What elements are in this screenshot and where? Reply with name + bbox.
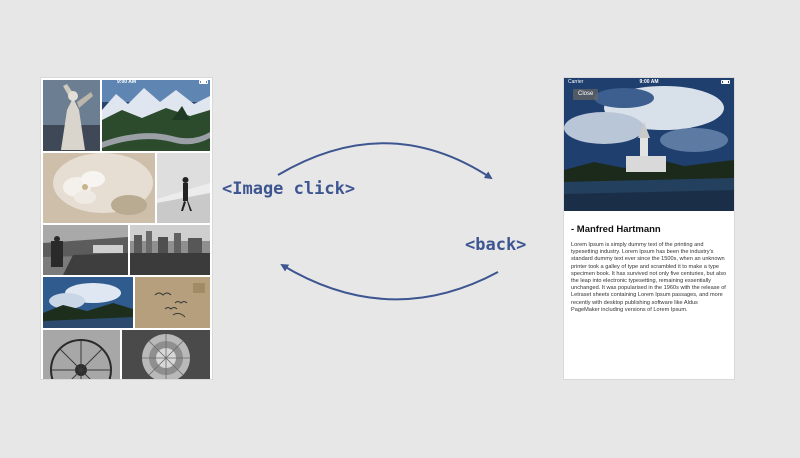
photo-tile-flower[interactable]: [43, 153, 155, 223]
status-time: 9:00 AM: [117, 79, 136, 85]
status-bar: Carrier 9:00 AM: [564, 78, 734, 86]
battery-icon: [199, 80, 208, 84]
photo-tile-bird-sketch[interactable]: [135, 277, 210, 328]
battery-icon: [721, 80, 730, 84]
photo-tile-cityscape[interactable]: [130, 225, 210, 275]
detail-photo: [564, 78, 734, 211]
photo-grid-screen: 9:00 AM: [41, 78, 212, 379]
photo-tile-dome-ceiling[interactable]: [122, 330, 210, 379]
photo-tile-street[interactable]: [43, 225, 128, 275]
status-bar: 9:00 AM: [41, 78, 212, 86]
photo-tile-sky-landscape[interactable]: [43, 277, 133, 328]
carrier-label: Carrier: [568, 79, 584, 85]
photo-tile-walking-figure[interactable]: [157, 153, 210, 223]
walking-figure-photo: [157, 153, 210, 223]
photo-detail-screen: Carrier 9:00 AM Close - Manfred Hartmann…: [564, 78, 734, 379]
flower-photo: [43, 153, 155, 223]
photo-tile-statue[interactable]: [43, 80, 100, 151]
photo-description: Lorem Ipsum is simply dummy text of the …: [571, 242, 727, 313]
church-landscape-photo: [564, 78, 734, 211]
image-click-label: <Image click>: [222, 179, 356, 199]
cityscape-photo: [130, 225, 210, 275]
dome-ceiling-photo: [122, 330, 210, 379]
street-photo: [43, 225, 128, 275]
bird-sketch-photo: [135, 277, 210, 328]
forward-arrow: [277, 142, 493, 180]
back-label: <back>: [465, 235, 527, 255]
sky-landscape-photo: [43, 277, 133, 328]
mountain-road-photo: [102, 80, 210, 151]
statue-photo: [43, 80, 100, 151]
back-arrow: [280, 263, 499, 301]
photo-tile-mountain-road[interactable]: [102, 80, 210, 151]
close-button[interactable]: Close: [573, 89, 599, 100]
ferris-wheel-photo: [43, 330, 120, 379]
photo-tile-ferris-wheel[interactable]: [43, 330, 120, 379]
status-time: 9:00 AM: [639, 79, 659, 85]
author-name: - Manfred Hartmann: [571, 224, 661, 235]
